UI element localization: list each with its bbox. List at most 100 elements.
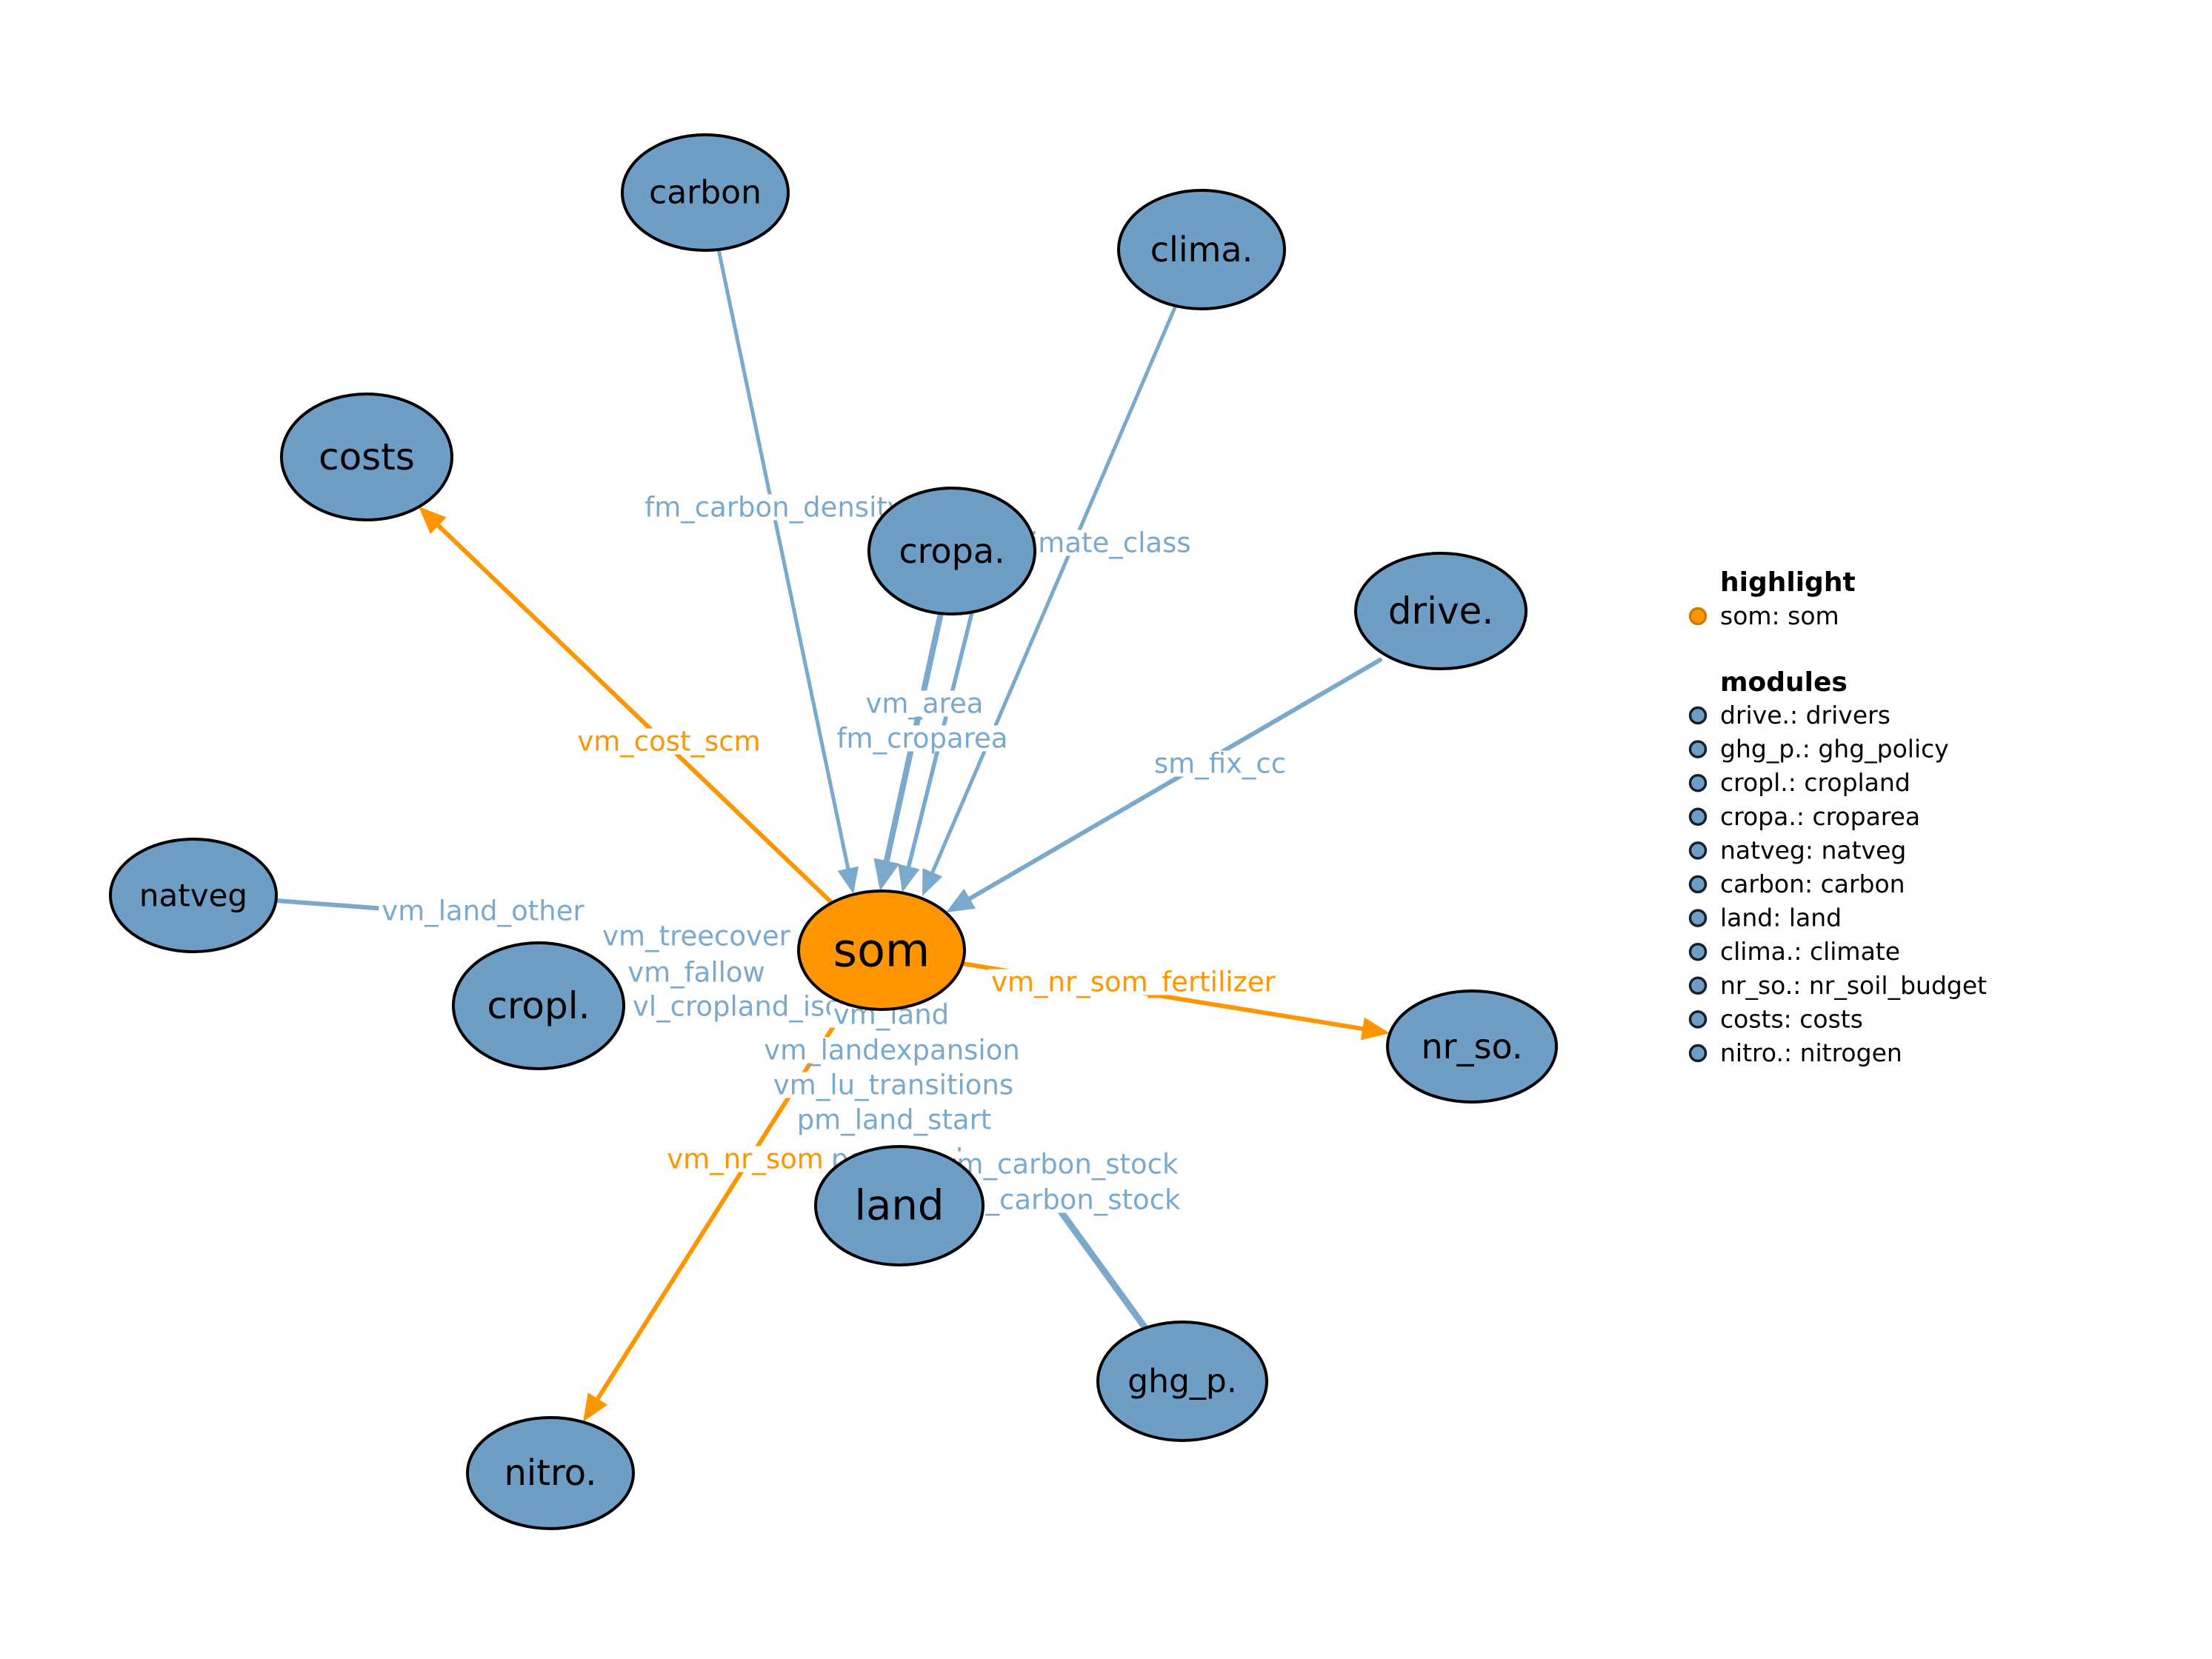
node-label-nitro: nitro. [504, 1452, 596, 1494]
node-label-nr_so: nr_so. [1422, 1027, 1523, 1066]
legend-item: costs: costs [1688, 1004, 1863, 1033]
node-label-natveg: natveg [139, 878, 247, 914]
edge-label-group: vm_land_other [379, 895, 588, 927]
node-drive: drive. [1354, 552, 1528, 670]
legend-item-label: som: som [1720, 601, 1839, 630]
edge-label: vm_cost_scm [577, 726, 760, 758]
edge-label-group: vm_treecover [599, 921, 794, 952]
legend-item: natveg: natveg [1688, 835, 1906, 864]
edge-label-group: sm_fix_cc [1150, 748, 1290, 780]
edge-label-group: fm_croparea [833, 723, 1011, 755]
arrowhead-clima-to-som [922, 868, 943, 896]
edge-label-background [770, 1072, 1017, 1098]
edge-label: vm_fallow [627, 957, 765, 989]
node-ellipse-cropl [452, 941, 625, 1070]
node-ghg_p: ghg_p. [1096, 1321, 1268, 1442]
node-ellipse-clima [1117, 189, 1286, 310]
node-cropa: cropa. [867, 487, 1036, 615]
edge-som-to-nitro [588, 1002, 850, 1412]
edge-label: vm_nr_som [667, 1144, 824, 1175]
legend-dot-blue-icon [1688, 909, 1708, 927]
edge-label: sm_fix_cc [1154, 748, 1286, 780]
edge-ghg_p-to-som [1056, 1206, 1149, 1332]
legend-module-items: drive.: drivers ghg_p.: ghg_policy cropl.:… [1688, 701, 1987, 1067]
edge-label-group: vm_cost_scm [574, 726, 764, 758]
legend-dot-blue-icon [1688, 942, 1708, 961]
legend-item-label: drive.: drivers [1720, 701, 1890, 730]
edge-carbon-to-som [716, 247, 853, 882]
node-label-clima: clima. [1150, 230, 1253, 270]
edge-label: vm_nr_som_fertilizer [991, 967, 1276, 998]
legend-item: ghg_p.: ghg_policy [1688, 735, 1949, 764]
edge-drive-to-som [956, 658, 1382, 907]
arrowhead-carbon-to-som [837, 866, 859, 894]
edge-label: vm_lu_transitions [773, 1069, 1013, 1101]
edge-label-background [629, 993, 845, 1020]
node-label-som: som [833, 924, 930, 978]
arrowhead-cropa-to-som [898, 864, 920, 892]
legend-item: som: som [1688, 601, 1839, 630]
node-label-drive: drive. [1388, 590, 1493, 632]
edge-label-group: vm_nr_som_fertilizer [988, 967, 1279, 998]
edge-label: vm_landexpansion [764, 1035, 1020, 1066]
legend-item: clima.: climate [1688, 937, 1900, 966]
edge-label-background [379, 898, 588, 924]
edge-label-background [1150, 750, 1290, 777]
node-som: som [797, 889, 966, 1011]
legend-dot-blue-icon [1688, 1010, 1708, 1029]
node-cropl: cropl. [452, 941, 625, 1070]
nodes-layer: carbonclima.costscropa.drive.natvegcropl… [109, 133, 1558, 1530]
edge-label-group: fm_carbon_density [642, 492, 907, 524]
edge-label-group: vm_area [862, 688, 987, 720]
legend-item: cropl.: cropland [1688, 768, 1910, 797]
node-ellipse-costs [280, 393, 453, 521]
node-ellipse-natveg [109, 838, 278, 953]
arrowhead-som-to-nitro [583, 1392, 608, 1422]
edge-clima-to-som [926, 304, 1178, 885]
legend-dot-blue-icon [1688, 875, 1708, 894]
arrowhead-drive-to-som [946, 888, 976, 912]
node-ellipse-land [814, 1145, 985, 1266]
legend-dot-blue-icon [1688, 706, 1708, 725]
node-clima: clima. [1117, 189, 1286, 310]
edge-label-background [988, 969, 1279, 995]
node-label-cropa: cropa. [899, 531, 1005, 571]
edge-label-background [664, 1146, 827, 1172]
edge-label: vm_carbon_stock [941, 1149, 1179, 1181]
edge-label: vm_land_other [382, 895, 584, 927]
legend-item-label: natveg: natveg [1720, 835, 1906, 864]
legend-item: nr_so.: nr_soil_budget [1688, 971, 1987, 1000]
legend: highlight som: som modules drive.: drive… [1688, 567, 1987, 1067]
edge-label-background [599, 923, 794, 949]
legend-item-label: costs: costs [1720, 1004, 1863, 1033]
edge-label-group: vm_nr_som [664, 1144, 827, 1175]
legend-dot-blue-icon [1688, 807, 1708, 827]
edge-label: fm_croparea [837, 723, 1008, 755]
node-ellipse-nr_so [1386, 989, 1558, 1104]
legend-item-label: carbon: carbon [1720, 869, 1905, 898]
node-ellipse-drive [1354, 552, 1528, 670]
node-ellipse-cropa [867, 487, 1036, 615]
edge-label-group: vm_lu_transitions [770, 1069, 1017, 1101]
legend-dot-blue-icon [1688, 773, 1708, 792]
legend-item-label: cropl.: cropland [1720, 768, 1910, 797]
edge-label-group: vm_fallow [624, 957, 768, 989]
node-natveg: natveg [109, 838, 278, 953]
edge-label-background [574, 728, 764, 755]
legend-highlight-items: som: som [1688, 601, 1839, 630]
edge-label-background [624, 959, 768, 986]
edge-label-group: vm_carbon_stock [937, 1149, 1182, 1181]
edge-label-background [793, 1106, 995, 1133]
legend-dot-blue-icon [1688, 841, 1708, 860]
legend-item: land: land [1688, 904, 1842, 932]
legend-item-label: ghg_p.: ghg_policy [1720, 735, 1949, 764]
legend-item: cropa.: croparea [1688, 802, 1920, 831]
legend-item: drive.: drivers [1688, 701, 1890, 730]
legend-item: nitro.: nitrogen [1688, 1038, 1902, 1067]
node-label-ghg_p: ghg_p. [1127, 1363, 1237, 1401]
node-ellipse-som [797, 889, 966, 1011]
legend-item-label: clima.: climate [1720, 937, 1900, 966]
node-ellipse-ghg_p [1096, 1321, 1268, 1442]
legend-modules-title: modules [1720, 667, 1848, 698]
